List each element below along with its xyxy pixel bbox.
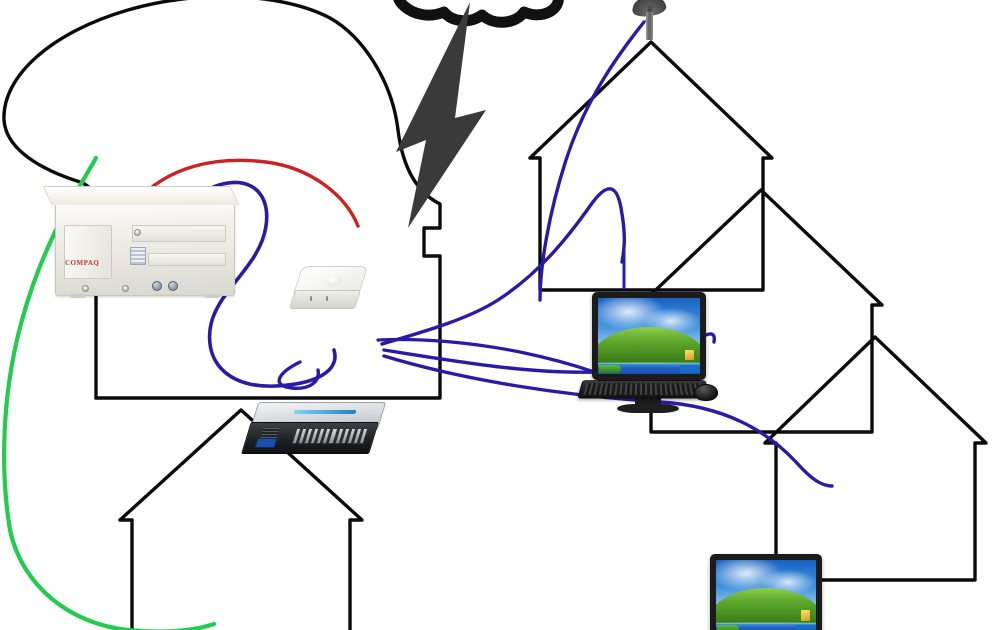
start-button[interactable] bbox=[717, 625, 739, 630]
keyboard-keys bbox=[583, 383, 705, 395]
case-screw-right bbox=[122, 285, 129, 292]
case-foot-left bbox=[70, 294, 86, 298]
server-vent-grille bbox=[130, 247, 146, 265]
network-switch[interactable] bbox=[241, 402, 387, 464]
floppy-drive bbox=[148, 253, 226, 266]
start-button[interactable] bbox=[599, 365, 622, 373]
switch-port-bank[interactable] bbox=[291, 428, 369, 444]
case-screw-left bbox=[82, 285, 89, 292]
system-tray[interactable] bbox=[796, 625, 816, 630]
server-drive-bay-door bbox=[64, 225, 112, 279]
desktop-icon[interactable] bbox=[684, 349, 694, 361]
dish-mast-icon bbox=[646, 12, 653, 40]
desktop-icon[interactable] bbox=[801, 610, 810, 621]
mouse[interactable] bbox=[694, 384, 718, 401]
lightning-bolt-icon bbox=[396, 2, 486, 228]
power-button[interactable] bbox=[134, 229, 141, 236]
wireless-router[interactable] bbox=[288, 266, 369, 312]
bliss-hill bbox=[598, 326, 700, 362]
optical-drive bbox=[132, 225, 226, 242]
cable-blue-server-to-switch bbox=[194, 180, 337, 388]
taskbar[interactable] bbox=[598, 363, 700, 374]
screen-xp-bliss[interactable] bbox=[598, 298, 700, 374]
cable-red-server-to-router bbox=[134, 158, 360, 228]
audio-jack-line-out bbox=[152, 281, 162, 291]
cable-blue-switch-to-xp1 bbox=[380, 187, 626, 346]
satellite-dish[interactable] bbox=[630, 0, 668, 40]
switch-status-leds bbox=[254, 438, 278, 448]
router-power-led bbox=[310, 296, 312, 301]
house-3-outline bbox=[763, 335, 988, 582]
cloud-icon bbox=[393, 0, 564, 28]
switch-accent-stripe bbox=[293, 410, 357, 414]
wallpaper-bliss bbox=[598, 298, 700, 374]
monitor bbox=[592, 292, 706, 390]
keyboard[interactable] bbox=[577, 380, 711, 399]
workstation-xp-1[interactable] bbox=[577, 292, 718, 413]
workstation-xp-2[interactable] bbox=[698, 554, 834, 630]
router-front-panel bbox=[288, 290, 362, 309]
house-1-outline bbox=[528, 40, 774, 292]
audio-jack-mic bbox=[168, 281, 178, 291]
router-wan-led bbox=[326, 296, 328, 301]
compaq-logo: COMPAQ bbox=[65, 259, 100, 267]
monitor bbox=[710, 554, 822, 630]
monitor-stand-base bbox=[617, 404, 679, 413]
compaq-server[interactable]: COMPAQ bbox=[55, 202, 235, 298]
system-tray[interactable] bbox=[679, 365, 700, 373]
screen-xp-bliss[interactable] bbox=[716, 560, 816, 630]
bliss-hill bbox=[716, 588, 816, 623]
cable-blue-switch-loop bbox=[277, 360, 320, 390]
case-foot-right bbox=[204, 294, 220, 298]
server-chassis: COMPAQ bbox=[55, 202, 235, 298]
switch-vent bbox=[260, 428, 280, 438]
cable-blue-switch-to-ubuntu2 bbox=[382, 354, 834, 488]
cable-green-server-to-house4 bbox=[2, 155, 217, 630]
taskbar[interactable] bbox=[716, 623, 816, 630]
wallpaper-bliss bbox=[716, 560, 816, 630]
